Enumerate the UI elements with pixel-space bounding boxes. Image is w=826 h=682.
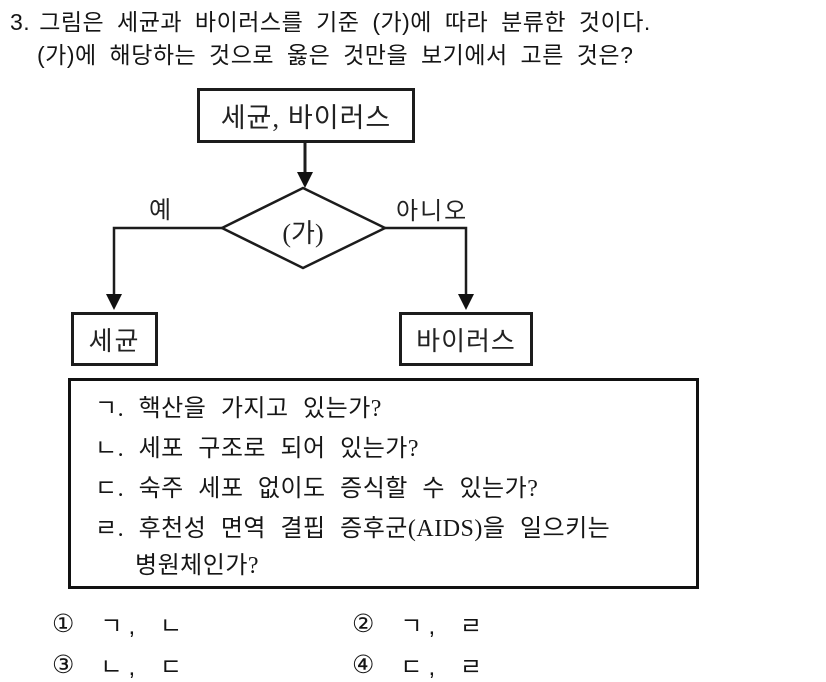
decision-diamond: [219, 186, 388, 270]
question-text-1: 그림은 세균과 바이러스를 기준 (가)에 따라 분류한 것이다.: [39, 9, 651, 35]
connector-yes-branch: [112, 226, 222, 298]
answer-choice-2: ② ㄱ, ㄹ: [352, 606, 488, 641]
answer-2-text: ㄱ, ㄹ: [400, 613, 488, 640]
answer-3-number: ③: [52, 650, 75, 679]
statement-item-r-wrap: 병원체인가?: [135, 553, 260, 579]
statement-list-box: ㄱ. 핵산을 가지고 있는가? ㄴ. 세포 구조로 되어 있는가? ㄷ. 숙주 …: [68, 378, 699, 589]
statement-item-r: ㄹ. 후천성 면역 결핍 증후군(AIDS)을 일으키는: [95, 516, 611, 542]
answer-4-number: ④: [352, 650, 375, 679]
flowchart-decision-label: (가): [282, 219, 324, 248]
statement-item-d: ㄷ. 숙주 세포 없이도 증식할 수 있는가?: [95, 476, 539, 502]
flowchart-yes-label: 예: [149, 198, 172, 224]
flowchart-virus-label: 바이러스: [416, 326, 516, 356]
answer-1-number: ①: [52, 609, 75, 638]
flowchart-result-box-virus: 바이러스: [399, 312, 533, 366]
flowchart-no-label: 아니오: [396, 199, 469, 225]
statement-item-n: ㄴ. 세포 구조로 되어 있는가?: [95, 436, 420, 462]
flowchart-connectors: [106, 143, 474, 310]
flowchart-root-label: 세균, 바이러스: [220, 103, 392, 133]
answer-choice-4: ④ ㄷ, ㄹ: [352, 647, 488, 682]
question-line-1: 3. 그림은 세균과 바이러스를 기준 (가)에 따라 분류한 것이다.: [10, 10, 651, 34]
flowchart-bacteria-label: 세균: [88, 326, 141, 356]
arrowhead-down-icon: [297, 172, 313, 188]
flowchart: 세균, 바이러스 예 아니오 (가) 세균 바이러스: [0, 80, 826, 380]
question-text-2: (가)에 해당하는 것으로 옳은 것만을 보기에서 고른 것은?: [37, 42, 634, 68]
flowchart-root-box: 세균, 바이러스: [197, 88, 415, 143]
answer-1-text: ㄱ, ㄴ: [100, 613, 188, 640]
answer-3-text: ㄴ, ㄷ: [100, 654, 188, 681]
arrowhead-down-icon: [106, 294, 122, 310]
connector-no-branch: [385, 226, 468, 298]
question-line-2: (가)에 해당하는 것으로 옳은 것만을 보기에서 고른 것은?: [37, 43, 633, 67]
question-number: 3.: [10, 9, 31, 35]
answer-choice-1: ① ㄱ, ㄴ: [52, 606, 188, 641]
answer-choice-3: ③ ㄴ, ㄷ: [52, 647, 188, 682]
statement-item-g: ㄱ. 핵산을 가지고 있는가?: [95, 396, 382, 422]
flowchart-result-box-bacteria: 세균: [71, 312, 158, 366]
answer-2-number: ②: [352, 609, 375, 638]
arrowhead-down-icon: [458, 294, 474, 310]
answer-4-text: ㄷ, ㄹ: [400, 654, 488, 681]
